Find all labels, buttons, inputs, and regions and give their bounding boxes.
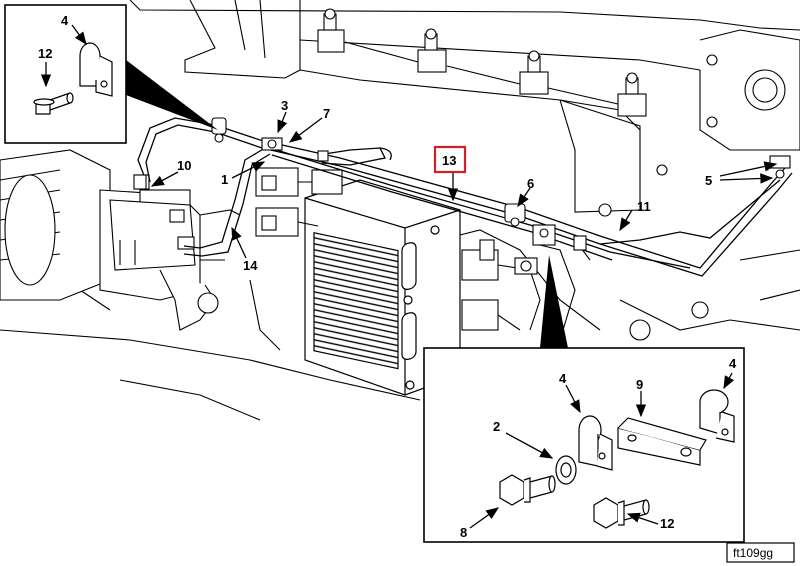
leader-6: [517, 187, 531, 208]
callout-6: 6: [527, 176, 534, 191]
callout-12-topleft: 12: [38, 46, 52, 61]
washer-icon: [555, 455, 577, 485]
leader-7: [288, 117, 323, 143]
bracket-icon: [617, 417, 707, 466]
leader-12-inset: [626, 512, 659, 525]
line-clamps: [133, 117, 791, 251]
callout-14: 14: [243, 258, 258, 273]
flange-bolt-icon: [33, 92, 74, 115]
leader-4-topleft: [71, 24, 87, 46]
inset-pointer: [126, 60, 218, 130]
tube-routing: [137, 117, 793, 277]
p-clip-icon: [578, 415, 613, 471]
leader-5a: [719, 161, 778, 177]
flange-bolt-icon: [499, 474, 556, 506]
leader-14: [231, 226, 247, 259]
leader-2: [505, 432, 554, 459]
callout-9: 9: [636, 377, 643, 392]
inset-top-left: [4, 4, 218, 144]
callout-3: 3: [281, 98, 288, 113]
callout-11: 11: [637, 199, 651, 214]
flange-bolt-icon: [593, 497, 650, 529]
injector-clamps: [317, 8, 647, 117]
callout-7: 7: [323, 106, 330, 121]
p-clip-icon: [79, 42, 113, 97]
engine-block: [0, 0, 800, 421]
leader-5b: [719, 173, 774, 184]
callout-8: 8: [460, 525, 467, 540]
leader-8: [469, 507, 500, 529]
callout-2: 2: [493, 419, 500, 434]
leader-4-inset-left: [565, 384, 581, 414]
p-clip-icon: [699, 389, 735, 443]
leader-3: [277, 111, 288, 134]
pump-assembly: [0, 149, 241, 331]
leader-lines: [40, 24, 778, 529]
highlight-box-13: [433, 145, 467, 174]
inset-bottom-right: [423, 255, 745, 543]
wire-connectors: [255, 167, 343, 237]
harness-connectors: [461, 164, 668, 341]
callout-13: 13: [442, 153, 456, 168]
figure-code-box: [726, 542, 795, 563]
callout-4-topleft: 4: [61, 13, 69, 28]
controller-module: [304, 179, 461, 396]
callout-4-inset-right: 4: [729, 356, 737, 371]
leader-10: [150, 171, 179, 187]
leader-4-inset-right: [723, 372, 735, 390]
figure-code: ft109gg: [733, 546, 773, 560]
leader-11: [619, 209, 633, 232]
callout-4-inset-left: 4: [559, 371, 567, 386]
callout-12-inset: 12: [660, 516, 674, 531]
callout-5: 5: [705, 173, 712, 188]
leader-1: [231, 161, 266, 179]
callout-1: 1: [221, 172, 228, 187]
callout-10: 10: [177, 158, 191, 173]
inset-pointer: [540, 255, 568, 348]
